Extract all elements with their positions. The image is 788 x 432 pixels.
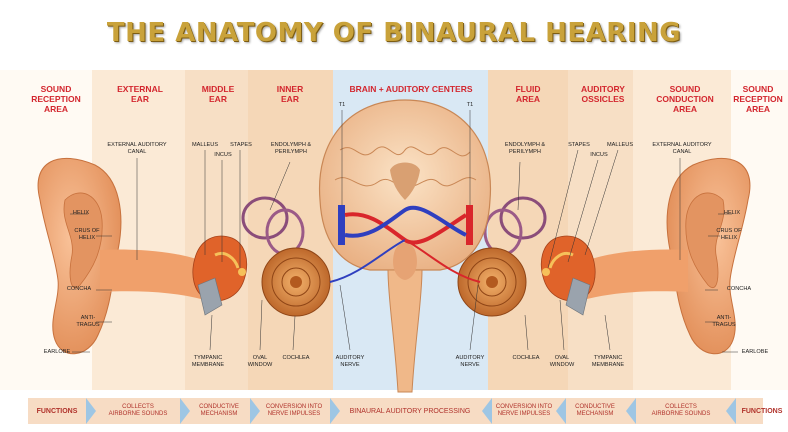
function-collects-right: COLLECTS AIRBORNE SOUNDS	[638, 398, 724, 424]
page-title: THE ANATOMY OF BINAURAL HEARING	[0, 18, 788, 48]
header-inner-ear: INNER EAR	[255, 84, 325, 104]
label-left-antitragus: ANTI- TRAGUS	[74, 315, 102, 329]
function-conversion-left: CONVERSION INTO NERVE IMPULSES	[260, 398, 328, 424]
label-right-nerve: AUDITORY NERVE	[450, 355, 490, 369]
header-sound-conduction: SOUND CONDUCTION AREA	[645, 84, 725, 114]
function-collects-left: COLLECTS AIRBORNE SOUNDS	[98, 398, 178, 424]
label-right-incus: INCUS	[584, 152, 614, 159]
label-right-earlobe: EARLOBE	[738, 349, 772, 356]
header-external-ear: EXTERNAL EAR	[105, 84, 175, 104]
label-left-endolymph: ENDOLYMPH & PERILYMPH	[258, 142, 324, 156]
header-sound-reception-right: SOUND RECEPTION AREA	[728, 84, 788, 114]
label-left-concha: CONCHA	[62, 286, 96, 293]
functions-label-right: FUNCTIONS	[736, 398, 788, 424]
label-right-antitragus: ANTI- TRAGUS	[710, 315, 738, 329]
header-brain: BRAIN + AUDITORY CENTERS	[332, 84, 490, 94]
label-right-concha: CONCHA	[722, 286, 756, 293]
function-conductive-right: CONDUCTIVE MECHANISM	[566, 398, 624, 424]
label-right-malleus: MALLEUS	[602, 142, 638, 149]
label-right-helix: HELIX	[718, 210, 746, 217]
label-left-tympanic: TYMPANIC MEMBRANE	[184, 355, 232, 369]
label-right-cochlea: COCHLEA	[508, 355, 544, 362]
label-right-crus: CRUS OF HELIX	[712, 228, 746, 242]
label-right-t1: T1	[462, 102, 478, 109]
header-sound-reception-left: SOUND RECEPTION AREA	[20, 84, 92, 114]
left-outer-ear	[38, 158, 205, 353]
right-outer-ear	[458, 158, 750, 353]
label-left-incus: INCUS	[208, 152, 238, 159]
left-middle-ear	[193, 236, 247, 315]
function-conductive-left: CONDUCTIVE MECHANISM	[190, 398, 248, 424]
label-left-helix: HELIX	[67, 210, 95, 217]
header-fluid-area: FLUID AREA	[495, 84, 561, 104]
left-inner-ear	[243, 198, 330, 316]
label-left-external-canal: EXTERNAL AUDITORY CANAL	[100, 142, 174, 156]
label-left-earlobe: EARLOBE	[40, 349, 74, 356]
label-left-t1: T1	[334, 102, 350, 109]
label-right-oval: OVAL WINDOW	[544, 355, 580, 369]
label-left-oval: OVAL WINDOW	[242, 355, 278, 369]
label-left-stapes: STAPES	[226, 142, 256, 149]
brain	[320, 100, 491, 392]
label-right-endolymph: ENDOLYMPH & PERILYMPH	[494, 142, 556, 156]
label-right-tympanic: TYMPANIC MEMBRANE	[584, 355, 632, 369]
label-right-external-canal: EXTERNAL AUDITORY CANAL	[645, 142, 719, 156]
label-right-stapes: STAPES	[564, 142, 594, 149]
label-left-malleus: MALLEUS	[186, 142, 224, 149]
function-binaural-processing: BINAURAL AUDITORY PROCESSING	[340, 398, 480, 424]
label-left-crus: CRUS OF HELIX	[70, 228, 104, 242]
label-left-cochlea: COCHLEA	[278, 355, 314, 362]
header-auditory-ossicles: AUDITORY OSSICLES	[570, 84, 636, 104]
header-middle-ear: MIDDLE EAR	[188, 84, 248, 104]
functions-label-left: FUNCTIONS	[28, 398, 86, 424]
label-left-nerve: AUDITORY NERVE	[330, 355, 370, 369]
function-conversion-right: CONVERSION INTO NERVE IMPULSES	[492, 398, 556, 424]
